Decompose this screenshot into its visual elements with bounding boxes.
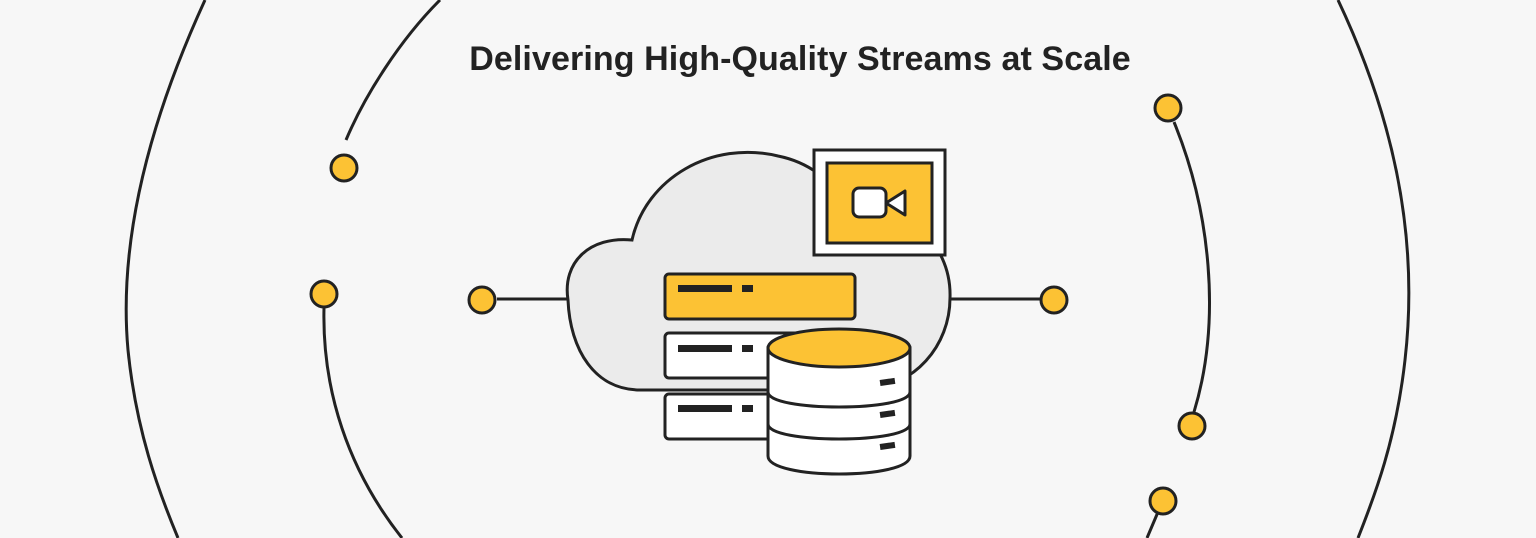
video-panel xyxy=(812,148,947,257)
page-title: Delivering High-Quality Streams at Scale xyxy=(469,40,1131,78)
node-dot-icon xyxy=(1177,411,1207,441)
node-dot-icon xyxy=(1148,486,1178,516)
network-nodes xyxy=(309,93,1207,516)
outer-orbit xyxy=(124,0,1411,538)
server-indicators xyxy=(678,285,753,412)
node-dot-icon xyxy=(329,153,359,183)
node-dot-icon xyxy=(1153,93,1183,123)
database-icon xyxy=(766,327,912,476)
node-dot-icon xyxy=(309,279,339,309)
server-unit-top xyxy=(663,272,857,321)
node-dot-icon xyxy=(467,285,497,315)
video-camera-icon xyxy=(851,186,907,219)
inner-orbit xyxy=(322,0,1211,538)
node-dot-icon xyxy=(1039,285,1069,315)
